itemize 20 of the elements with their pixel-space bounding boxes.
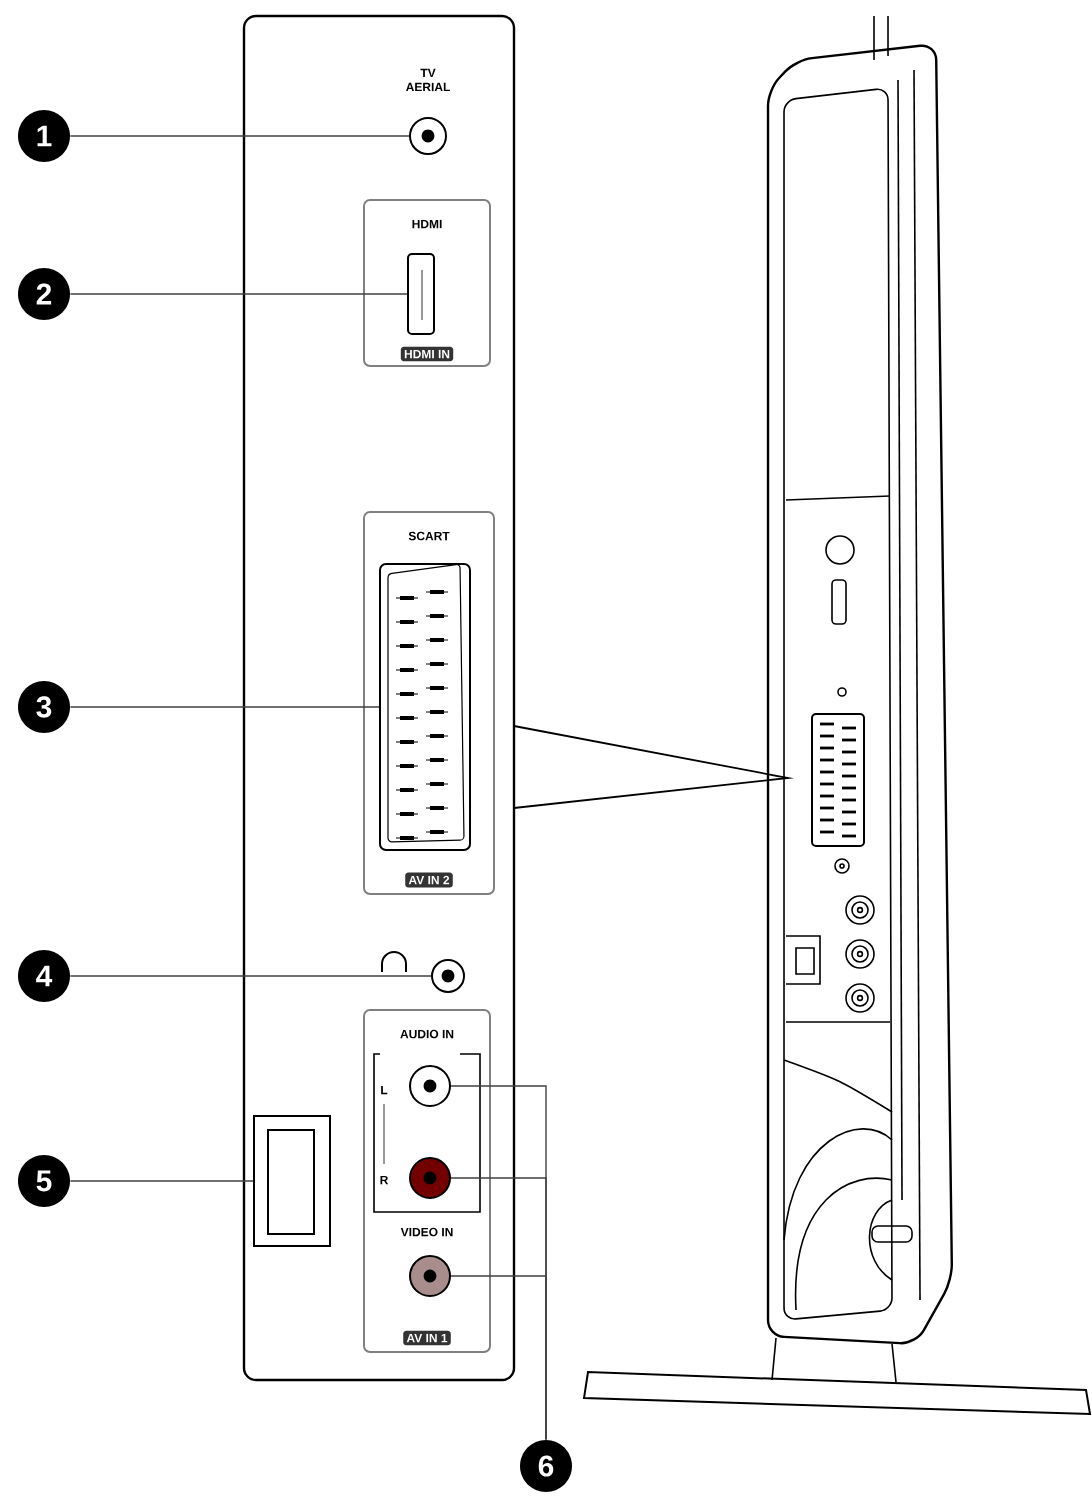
callout-number: 5 <box>18 1155 70 1207</box>
socket <box>409 1255 451 1297</box>
leader-line <box>69 1180 254 1182</box>
scart-connector <box>379 563 471 851</box>
leader-line <box>69 975 432 977</box>
callout-number: 2 <box>18 268 70 320</box>
leader-line <box>450 1275 547 1441</box>
callout-number: 4 <box>18 950 70 1002</box>
socket <box>409 1157 451 1199</box>
callout-number: 3 <box>18 681 70 733</box>
leader-line <box>69 293 408 295</box>
leader-line <box>69 706 380 708</box>
socket <box>409 1065 451 1107</box>
hdmi-port <box>407 253 435 335</box>
socket <box>409 117 447 155</box>
usb-slot <box>253 1115 331 1247</box>
leader-line <box>69 135 410 137</box>
callout-number: 6 <box>520 1440 572 1492</box>
callout-number: 1 <box>18 110 70 162</box>
back-panel <box>242 14 516 1382</box>
